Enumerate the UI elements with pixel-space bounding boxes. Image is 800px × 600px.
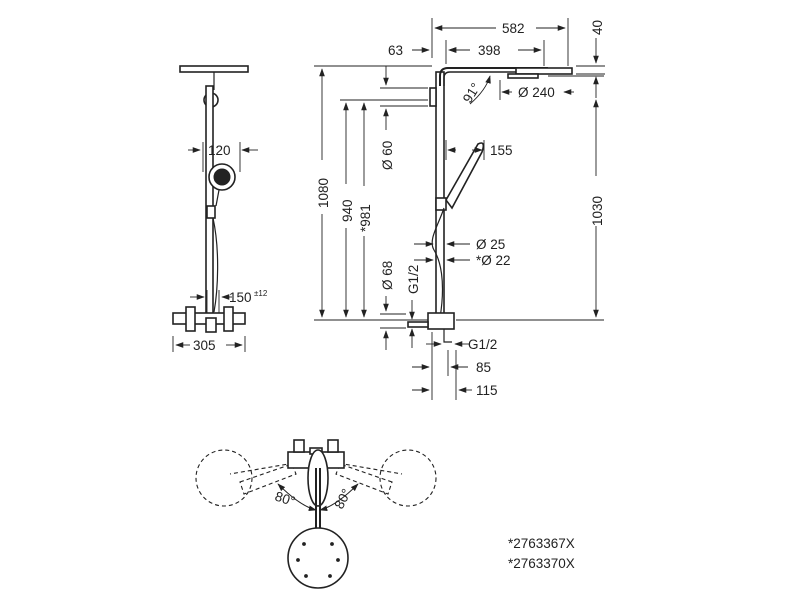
note-2: *2763370X [508, 556, 575, 571]
dim-d25: Ø 25 [476, 237, 505, 252]
dim-40: 40 [590, 20, 605, 35]
hose [212, 217, 219, 313]
riser-pipe [205, 85, 214, 315]
dim-155: 155 [490, 143, 513, 158]
angle-80-right: 80° [331, 486, 354, 511]
dim-1030: 1030 [590, 196, 605, 226]
side-hand-shower [445, 142, 485, 210]
overhead-shower-plate [179, 65, 249, 73]
dim-63: 63 [388, 43, 403, 58]
side-wall-bracket-top [429, 87, 437, 107]
front-view: 120 150 ±12 305 [172, 65, 268, 353]
swing-position-right [379, 449, 437, 507]
top-hose-loop [307, 449, 329, 507]
dim-d240: Ø 240 [518, 85, 555, 100]
dim-940: 940 [340, 199, 355, 222]
dim-398: 398 [478, 43, 501, 58]
dim-115: 115 [476, 383, 498, 398]
dim-d68: Ø 68 [380, 261, 395, 290]
side-hose [431, 207, 445, 319]
slider [206, 205, 216, 219]
dim-120: 120 [208, 143, 231, 158]
side-overhead-shower [515, 67, 573, 75]
dim-1080: 1080 [316, 178, 331, 208]
dim-582: 582 [502, 21, 525, 36]
top-overhead-shower [287, 527, 349, 589]
top-view: 80° 80° [195, 439, 437, 589]
swing-position-left [195, 449, 253, 507]
g12-bottom: G1/2 [468, 337, 497, 352]
note-1: *2763367X [508, 536, 575, 551]
hand-shower-face [213, 168, 231, 186]
dim-85: 85 [476, 360, 491, 375]
side-thermostat [427, 312, 455, 330]
dim-981: *981 [358, 204, 373, 232]
dim-d22: *Ø 22 [476, 253, 511, 268]
g12-vertical: G1/2 [406, 265, 421, 294]
dim-150-tolerance: ±12 [254, 289, 268, 298]
dim-d60: Ø 60 [380, 141, 395, 170]
angle-80-left: 80° [273, 489, 297, 510]
dim-150: 150 [229, 290, 252, 305]
dim-305: 305 [193, 338, 216, 353]
angle-91: 91° [460, 80, 484, 105]
side-view: 582 40 63 398 91° Ø 240 Ø 60 [314, 18, 605, 400]
